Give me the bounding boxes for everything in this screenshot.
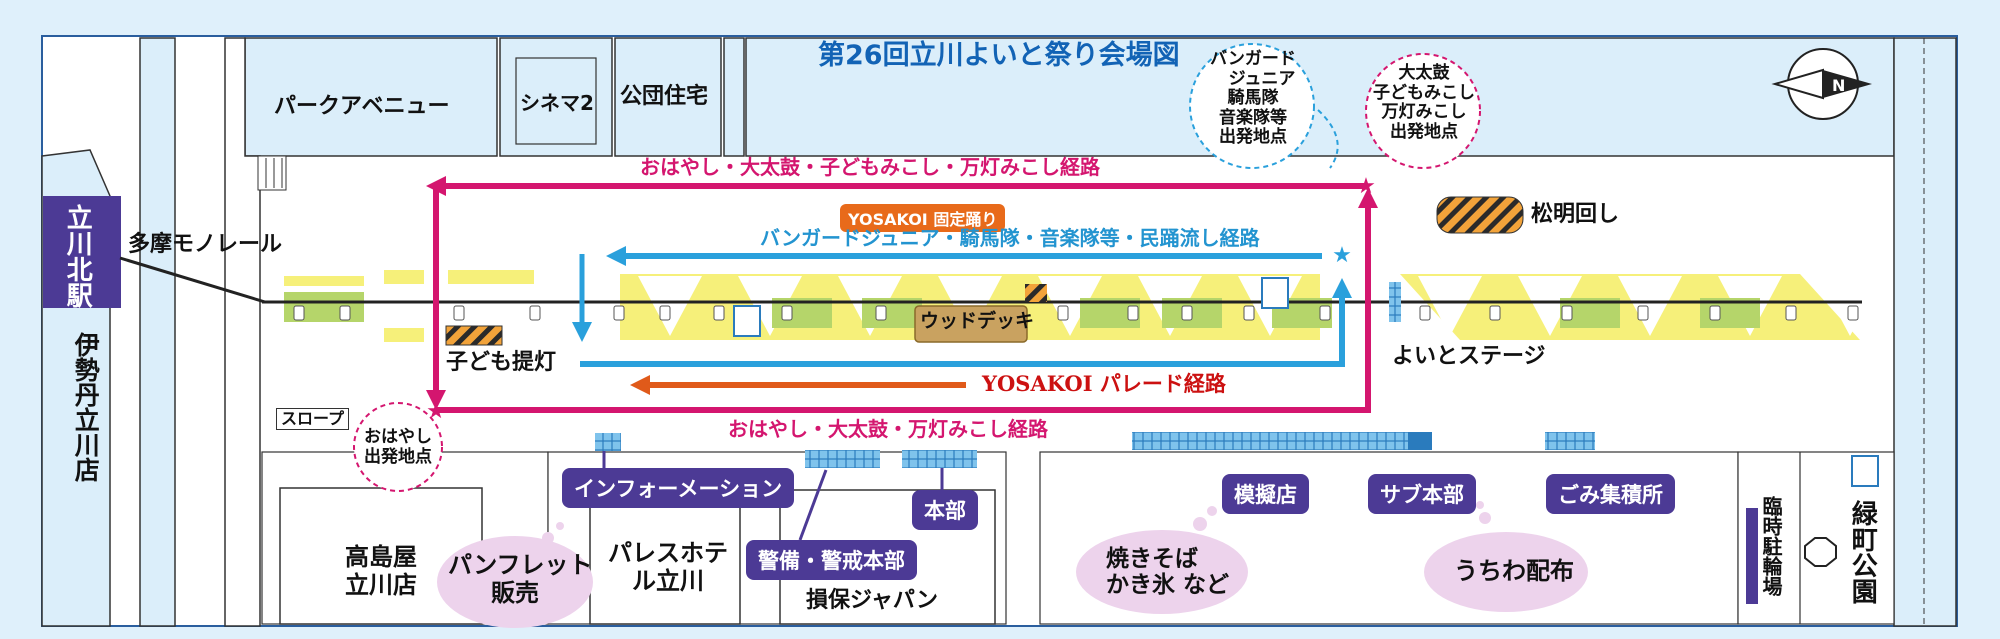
wood-deck-area [914, 305, 1028, 343]
monorail-pillar [529, 305, 541, 321]
top-route-label: おはやし・大太鼓・子どもみこし・万灯みこし経路 [640, 155, 1100, 179]
monorail-pillar [875, 305, 887, 321]
uchiwa-bubble: うちわ配布 [1454, 557, 1574, 585]
torch-area [1436, 196, 1524, 234]
festival-route: ★ ★ [426, 174, 1378, 424]
yosakoi-route [630, 375, 966, 395]
pamphlet-bubble: パンフレット 販売 [448, 551, 593, 607]
north-compass-icon: N [1771, 48, 1872, 120]
public-housing-label: 公団住宅 [620, 84, 709, 109]
monorail-pillar [1127, 305, 1139, 321]
information-chip: インフォーメーション [562, 468, 795, 508]
wood-deck-label: ウッドデッキ [920, 310, 1035, 332]
headquarters-chip: 本部 [912, 490, 978, 530]
yoito-stage-label: よいとステージ [1392, 344, 1546, 369]
monorail-pillars [293, 305, 1859, 321]
info-bubbles [437, 501, 1588, 628]
street-zone [384, 328, 424, 342]
yosakoi-route-label: YOSAKOI パレード経路 [982, 371, 1226, 396]
security-hq-chip: 警備・警戒本部 [746, 540, 917, 580]
street-zone [284, 276, 364, 286]
monorail-pillar [453, 305, 465, 321]
monorail-pillar [1847, 305, 1859, 321]
street-zone-gap [1518, 276, 1582, 336]
mock-stalls-chip: 模擬店 [1222, 474, 1309, 514]
park-avenue-label: パークアベニュー [274, 94, 450, 119]
monorail-pillar [339, 305, 351, 321]
top-buildings [244, 37, 1957, 627]
restroom-icon [733, 277, 1879, 487]
taiko-departure-label: 大太鼓 子どもみこし 万灯みこし 出発地点 [1373, 63, 1475, 142]
street-zone [448, 270, 534, 284]
tachikawa-kita-station-label: 立川北駅 [62, 204, 93, 308]
temp-bike-parking-label: 臨時駐輪場 [1759, 496, 1783, 596]
monorail-pillar [1709, 305, 1721, 321]
sompo-japan-label: 損保ジャパン [806, 588, 939, 613]
monorail-pillar [659, 305, 671, 321]
parade-route-label: バンガードジュニア・騎馬隊・音楽隊等・民踊流し経路 [760, 226, 1260, 250]
bottom-route-label: おはやし・大太鼓・万灯みこし経路 [728, 417, 1048, 441]
monorail-pillar [1637, 305, 1649, 321]
sub-hq-chip: サブ本部 [1368, 474, 1476, 514]
monorail-pillar [1181, 305, 1193, 321]
vanguard-departure-label: バンガード ジュニア 騎馬隊 音楽隊等 出発地点 [1210, 49, 1296, 148]
street-zone-gap [638, 276, 702, 336]
garbage-chip: ごみ集積所 [1546, 474, 1675, 514]
monorail-pillar [1319, 305, 1331, 321]
street-zone-gap [1618, 276, 1682, 336]
svg-text:★: ★ [1332, 243, 1352, 268]
monorail-pillar [613, 305, 625, 321]
slope-label: スロープ [276, 408, 350, 431]
children-lanterns-label: 子ども提灯 [446, 350, 557, 375]
street-zone-gap [738, 276, 802, 336]
torch-spinning-label: 松明回し [1531, 202, 1620, 227]
street-zone [384, 270, 424, 284]
palace-hotel-label: パレスホテル立川 [608, 539, 728, 595]
parade-route: ★ [572, 243, 1352, 367]
departure-circles [353, 43, 1481, 492]
yosakoi-fixed-chip: YOSAKOI 固定踊り [840, 204, 1006, 232]
cinema2-label: シネマ2 [520, 91, 594, 115]
lantern-area [445, 325, 503, 346]
midoricho-park-label: 緑町公園 [1847, 500, 1878, 604]
monorail-pillar [713, 305, 725, 321]
monorail-pillar [1057, 305, 1069, 321]
monorail-pillar [1489, 305, 1501, 321]
monorail-pillar [1561, 305, 1573, 321]
svg-text:N: N [1832, 76, 1845, 95]
monorail-pillar [1785, 305, 1797, 321]
monorail-pillar [781, 305, 793, 321]
ohayashi-departure-label: おはやし 出発地点 [364, 427, 432, 467]
monorail-pillar [1243, 305, 1255, 321]
monorail-line [119, 256, 266, 304]
takashimaya-label: 高島屋立川店 [345, 543, 417, 599]
monorail-pillar [293, 305, 305, 321]
station-area [41, 37, 287, 627]
monorail-pillar [1419, 305, 1431, 321]
isetan-label: 伊勢丹立川店 [71, 332, 101, 482]
street-zone-gap [1418, 276, 1482, 336]
svg-text:★: ★ [1356, 174, 1376, 199]
monorail-label: 多摩モノレール [128, 232, 283, 257]
checkered-marker [1025, 284, 1047, 302]
street-zone-gap [1038, 276, 1102, 336]
booths [595, 282, 1595, 468]
yakisoba-bubble: 焼きそば かき氷 など [1106, 546, 1230, 599]
map-title: 第26回立川よいと祭り会場図 [818, 40, 1180, 71]
